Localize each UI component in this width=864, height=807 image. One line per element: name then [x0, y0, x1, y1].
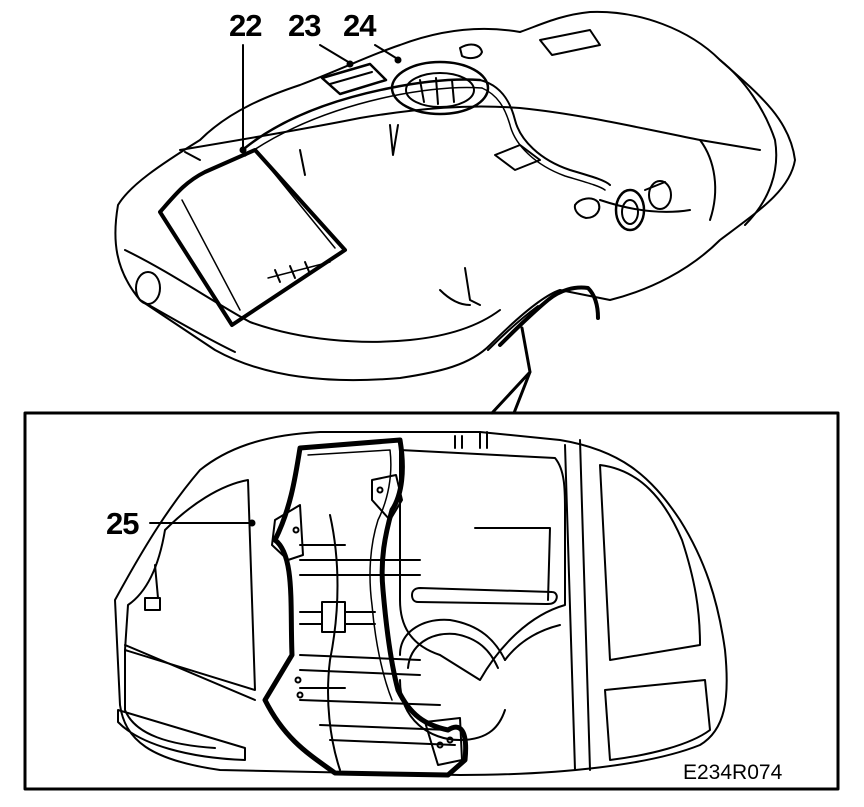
- detail-inset-frame: [23, 411, 840, 791]
- callout-dots-top: [239, 56, 402, 527]
- callout-22: 22: [229, 8, 262, 43]
- fuel-tank-bottom-view: [114, 431, 728, 778]
- figure-id-label: E234R074: [683, 761, 783, 784]
- callout-25: 25: [106, 506, 139, 541]
- callout-23: 23: [288, 8, 321, 43]
- detail-pointer-arrow: [490, 326, 532, 415]
- callout-24: 24: [343, 8, 376, 43]
- callout-leaders-top: [242, 44, 397, 151]
- fuel-tank-perspective: [114, 10, 796, 382]
